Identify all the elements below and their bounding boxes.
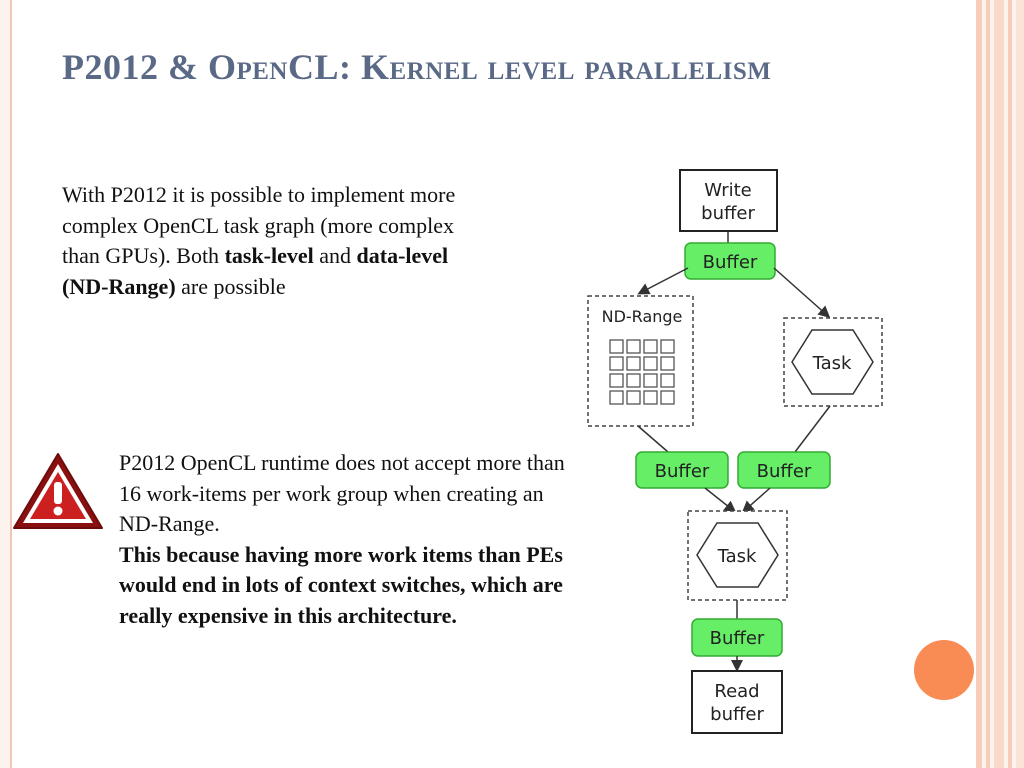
nd-range-node: ND-Range <box>587 295 694 427</box>
connector-line <box>794 405 831 453</box>
buffer-top-node: Buffer <box>684 242 776 280</box>
warning-triangle-icon <box>13 453 103 529</box>
intro-bold-data-level: data-level (ND-Range) <box>62 243 449 299</box>
write-buffer-box: Write buffer <box>679 169 778 232</box>
decorative-stripes <box>976 0 1024 768</box>
nd-range-label: ND-Range <box>602 307 683 326</box>
accent-circle <box>914 640 974 700</box>
arrow <box>773 267 831 318</box>
buffer-right-label: Buffer <box>757 461 812 482</box>
warning-bold-text: This because having more work items than… <box>119 541 563 628</box>
task-bottom-node: Task <box>687 510 788 601</box>
buffer-left-node: Buffer <box>635 451 729 489</box>
task-right-node: Task <box>783 317 883 407</box>
write-buffer-label-line1: Write <box>704 180 752 201</box>
read-buffer-label-line2: buffer <box>710 704 764 725</box>
connector-line <box>637 425 669 453</box>
arrow <box>741 487 771 513</box>
warning-text: P2012 OpenCL runtime does not accept mor… <box>119 450 565 536</box>
arrow <box>637 267 689 295</box>
buffer-top-label: Buffer <box>703 252 758 273</box>
intro-text-1: With P2012 it is possible to implement m… <box>62 182 456 268</box>
slide-title: P2012 & OpenCL: Kernel level parallelism <box>62 47 772 87</box>
write-buffer-label-line2: buffer <box>701 203 755 224</box>
buffer-bottom-node: Buffer <box>691 618 783 657</box>
buffer-right-node: Buffer <box>737 451 831 489</box>
task-right-label: Task <box>812 353 852 374</box>
arrow <box>704 487 737 513</box>
task-graph-diagram: Write buffer Buffer ND-Range Task Buffer… <box>587 169 883 734</box>
task-bottom-label: Task <box>717 546 757 567</box>
intro-text-2: and <box>313 243 357 268</box>
intro-bold-task-level: task-level <box>224 243 314 268</box>
read-buffer-label-line1: Read <box>714 681 759 702</box>
work-item-grid <box>609 339 675 405</box>
buffer-bottom-label: Buffer <box>710 628 765 649</box>
intro-text-3: are possible <box>175 273 286 299</box>
intro-paragraph: With P2012 it is possible to implement m… <box>62 180 492 302</box>
warning-paragraph: P2012 OpenCL runtime does not accept mor… <box>119 448 569 631</box>
buffer-left-label: Buffer <box>655 461 710 482</box>
read-buffer-box: Read buffer <box>691 670 783 734</box>
